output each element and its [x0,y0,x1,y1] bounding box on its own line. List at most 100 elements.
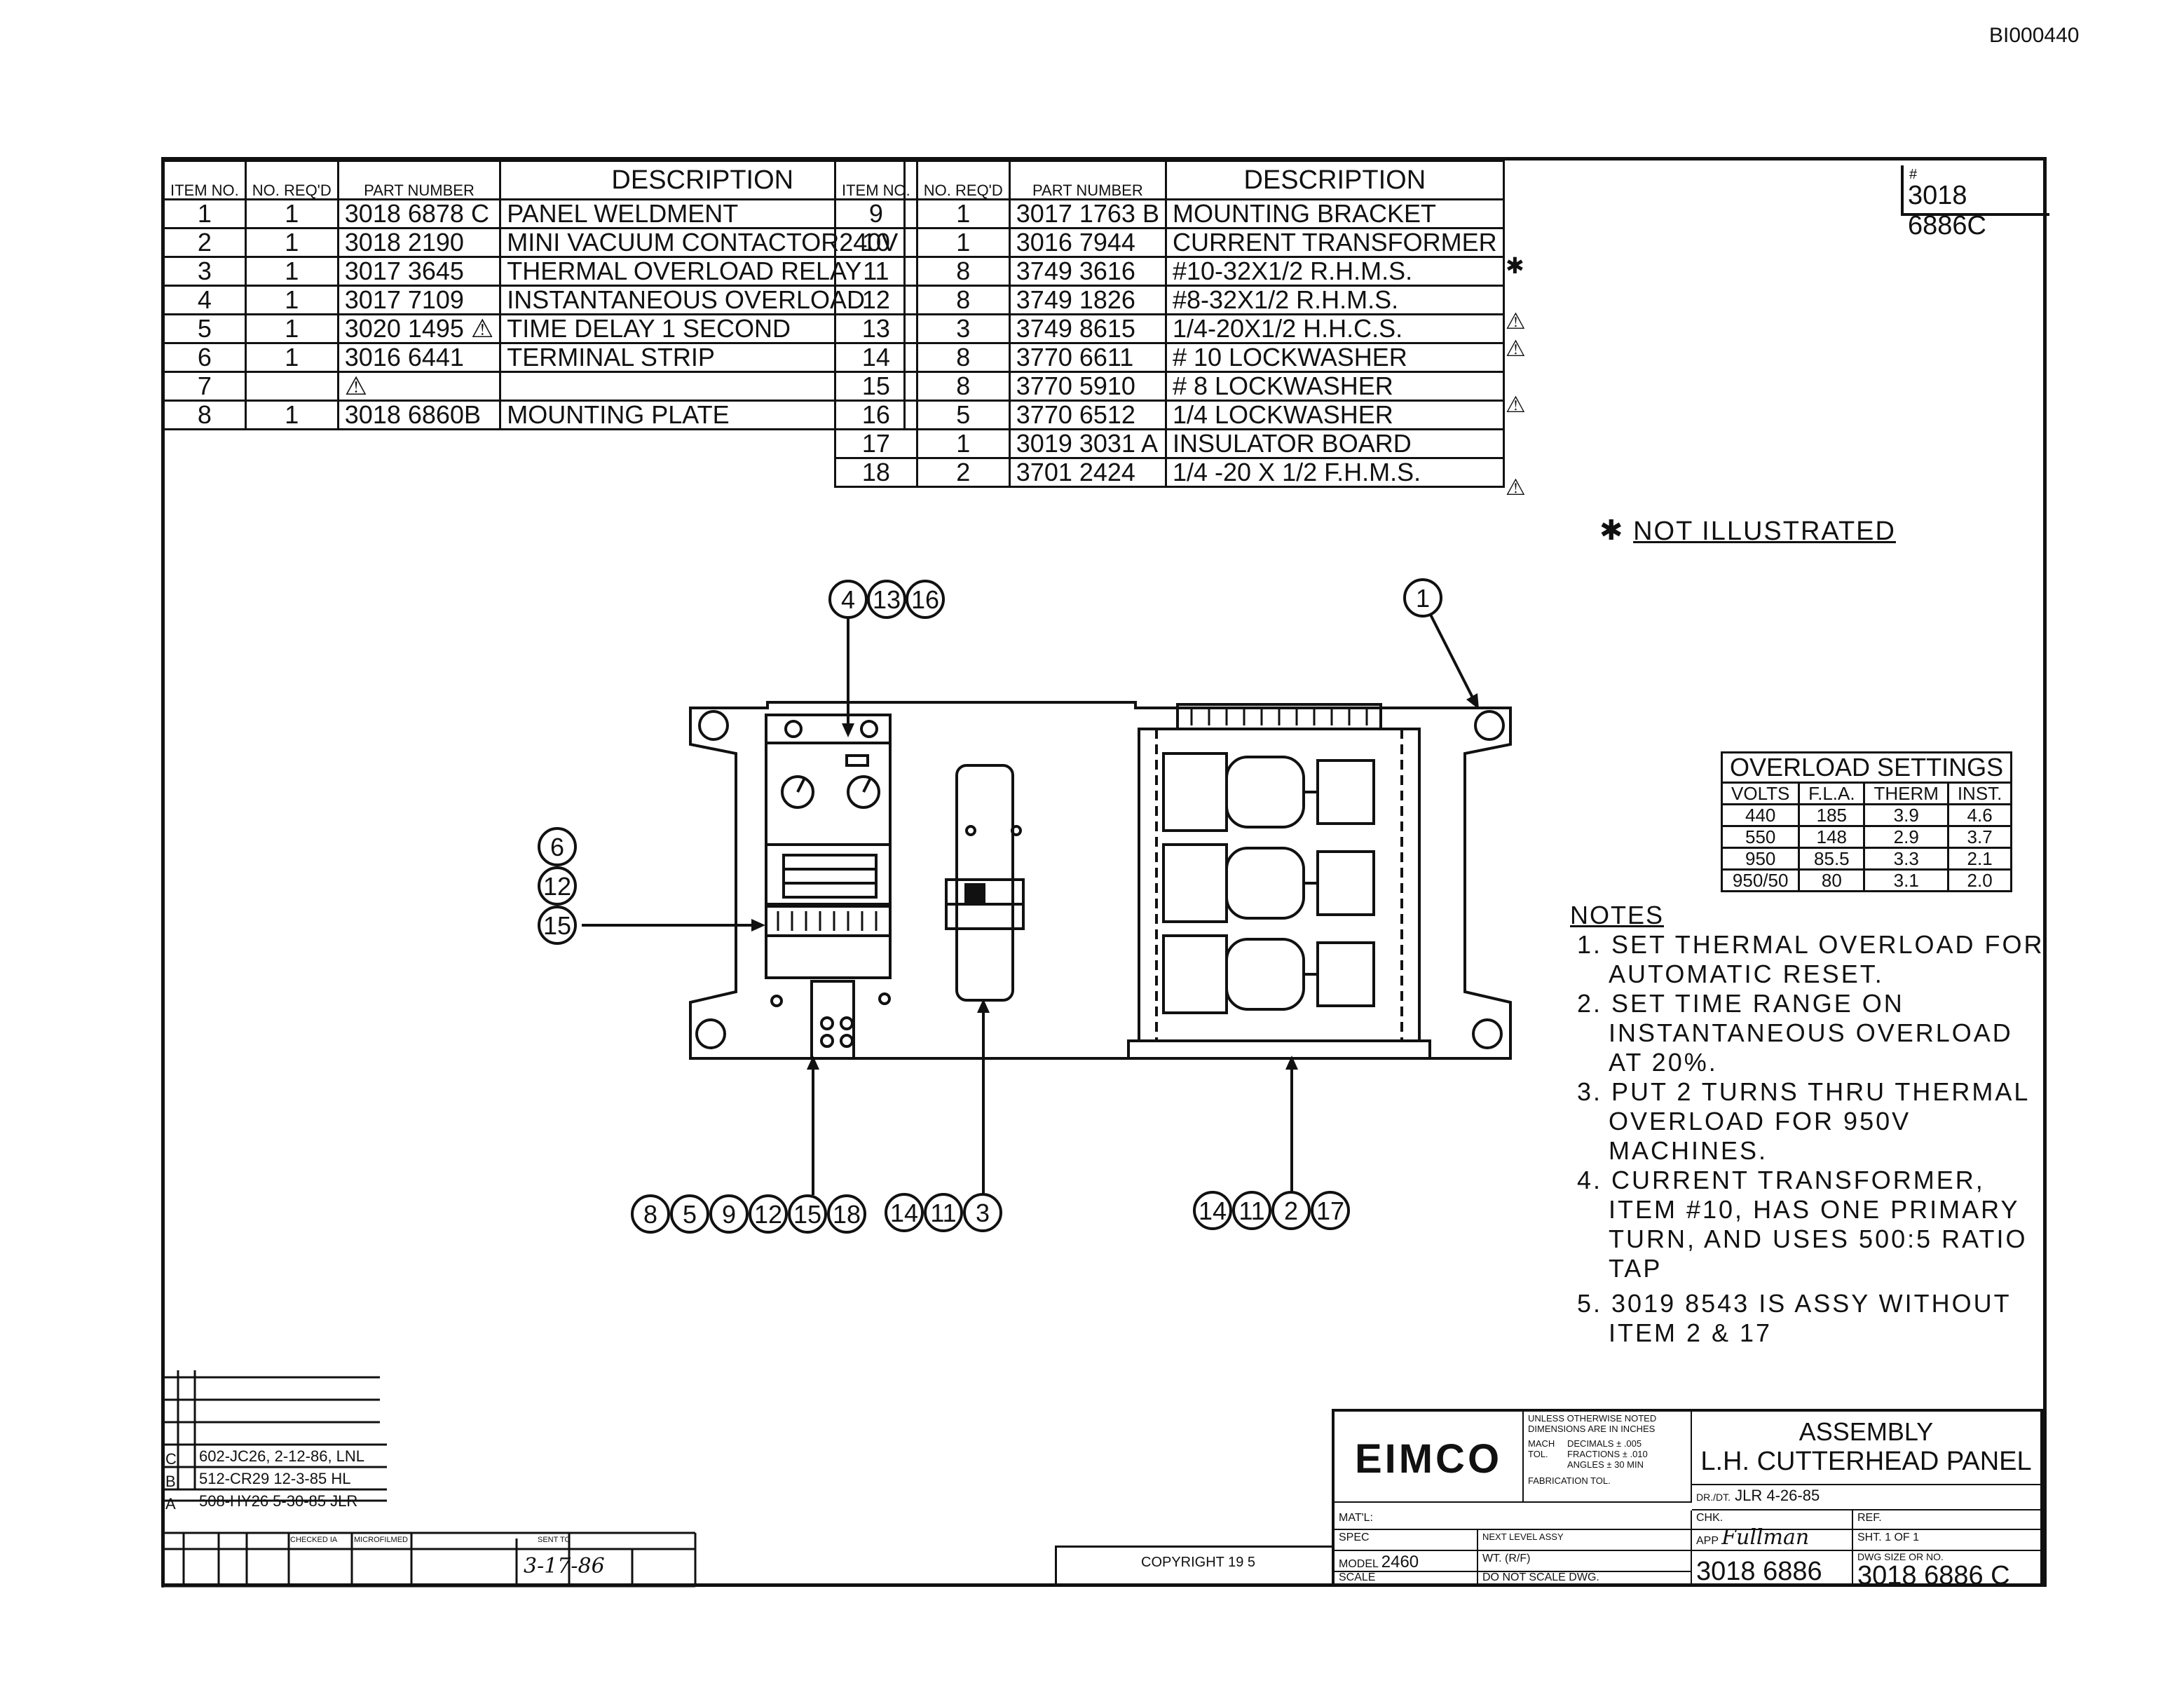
revision-letter: B [165,1473,176,1490]
callout-label: 14 [1199,1196,1227,1225]
mounting-hole [1474,710,1505,741]
description-cell: INSULATOR BOARD [1164,428,1505,459]
terminal-strip [1176,703,1382,730]
note-item: 4. CURRENT TRANSFORMER, ITEM #10, HAS ON… [1577,1166,2028,1283]
overload-cell: 2.9 [1863,825,1950,849]
description-cell: # 10 LOCKWASHER [1164,342,1505,373]
note-item: 1. SET THERMAL OVERLOAD FOR AUTOMATIC RE… [1577,930,2045,988]
mounting-plate [689,701,1512,1060]
approval-signature: Fullman [1721,1525,1810,1550]
description-cell: MOUNTING BRACKET [1164,198,1505,229]
req-cell: 1 [244,198,339,229]
dwg-no-cell: DWG SIZE OR NO. 3018 6886 C [1853,1551,2040,1590]
overload-title: OVERLOAD SETTINGS [1720,751,2013,784]
overload-cell: 185 [1798,803,1866,827]
callout-label: 1 [1416,584,1430,613]
callout-bubble [827,1194,866,1234]
req-cell: 8 [915,256,1011,287]
callout-bubble [538,827,577,866]
req-cell: 5 [915,400,1011,430]
item-no-cell: 17 [834,428,918,459]
item-no-cell: 8 [163,400,247,430]
overload-cell: 80 [1798,868,1866,892]
overload-cell: 4.6 [1947,803,2013,827]
tolerance-cell: UNLESS OTHERWISE NOTED DIMENSIONS ARE IN… [1524,1412,1692,1503]
req-cell: 8 [915,285,1011,315]
notes-list: 1. SET THERMAL OVERLOAD FOR AUTOMATIC RE… [1559,930,2050,1348]
mounting-hole [695,1018,726,1049]
app-label: APP [1696,1535,1719,1547]
note-item: 5. 3019 8543 IS ASSY WITHOUT ITEM 2 & 17 [1577,1289,2011,1347]
ref-cell: REF. [1853,1510,2040,1530]
ref-label: REF. [1857,1512,1882,1524]
corner-tag: # 3018 6886C [1901,165,2049,240]
callout-label: 12 [754,1200,782,1229]
contactor-pole [1162,752,1375,832]
item-no-cell: 16 [834,400,918,430]
contactor-pole [1162,843,1375,923]
overload-col-header: VOLTS [1720,782,1801,805]
revision-mark-icon: ✱ [1506,252,1524,278]
part-number-cell: 3019 3031 A [1008,428,1167,459]
item-no-cell: 4 [163,285,247,315]
part-number-cell: 3018 6860B [336,400,502,430]
terminal-block [765,905,892,937]
revision-letter: A [165,1495,176,1513]
contactor-pole [1162,934,1375,1014]
weight-cell: WT. (R/F) [1478,1551,1692,1572]
callout-label: 17 [1316,1196,1344,1225]
description-cell: #10-32X1/2 R.H.M.S. [1164,256,1505,287]
callout-label: 15 [793,1200,821,1229]
overload-relay-body [765,714,892,979]
description-cell: CURRENT TRANSFORMER [1164,227,1505,258]
callout-bubble [1311,1191,1350,1230]
req-cell: 1 [915,227,1011,258]
leader-line [1428,613,1477,704]
part-number-cell: 3770 6611 [1008,342,1167,373]
callout-bubble [709,1194,749,1234]
callout-label: 16 [911,585,939,614]
callout-label: 15 [543,911,571,940]
callout-label: 8 [643,1200,657,1229]
item-no-cell: 18 [834,457,918,488]
dial [847,775,880,809]
corner-tag-hash: # [1909,167,1918,182]
description-cell: 1/4-20X1/2 H.H.C.S. [1164,313,1505,344]
do-not-scale-cell: DO NOT SCALE DWG. [1478,1572,1692,1584]
copyright-box: COPYRIGHT 19 5 [1055,1546,1332,1586]
matl-label: MAT'L: [1339,1512,1373,1524]
overload-cell: 3.9 [1863,803,1950,827]
req-cell: 2 [915,457,1011,488]
overload-cell: 3.3 [1863,847,1950,871]
do-not-scale-label: DO NOT SCALE DWG. [1482,1571,1599,1583]
revision-letter: C [165,1450,177,1468]
col-item-no: ITEM NO. [163,160,247,200]
model-cell: MODEL 2460 [1335,1551,1478,1572]
callout-label: 12 [543,872,571,901]
overload-cell: 550 [1720,825,1801,849]
notes-heading: NOTES [1570,901,1665,929]
callout-label: 13 [873,585,901,614]
part-number-cell: 3749 1826 [1008,285,1167,315]
callout-bubble [963,1193,1002,1232]
item-no-cell: 11 [834,256,918,287]
fractions-tol: FRACTIONS ± .010 [1567,1449,1648,1459]
overload-cell: 85.5 [1798,847,1866,871]
req-cell: 1 [244,227,339,258]
callout-label: 4 [841,585,855,614]
req-cell: 1 [244,256,339,287]
callout-bubble [1193,1191,1232,1230]
callout-bubble [749,1194,788,1234]
part-number-value: 3018 6886 [1696,1557,1822,1586]
spec-cell: SPEC [1335,1530,1478,1551]
scale-label: SCALE [1339,1571,1376,1583]
callout-bubble [885,1193,924,1232]
